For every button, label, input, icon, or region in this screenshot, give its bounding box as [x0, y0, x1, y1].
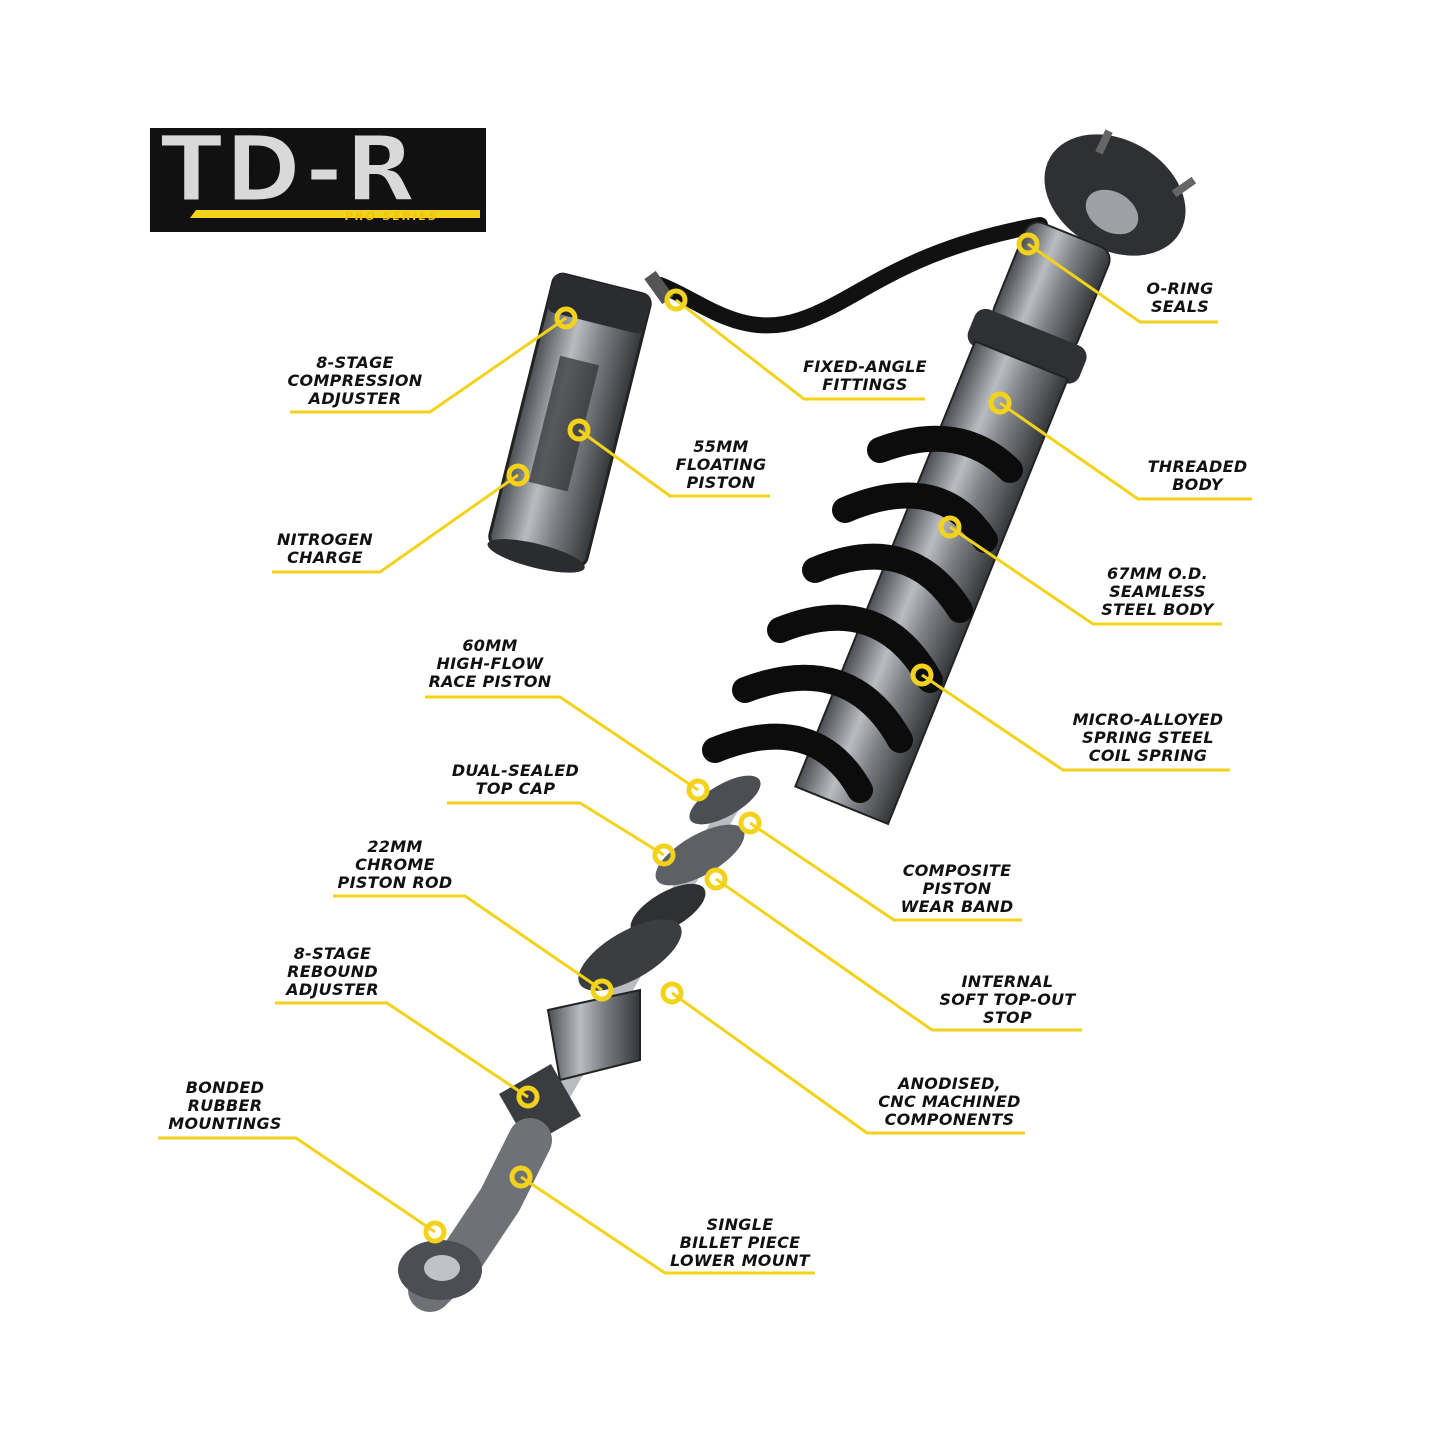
logo-text: TD-R	[159, 116, 418, 223]
coil-spring	[702, 425, 1023, 803]
leader-lines	[158, 242, 1252, 1275]
td-r-logo	[150, 128, 486, 232]
reservoir	[487, 272, 652, 573]
top-mount	[1044, 129, 1197, 256]
reservoir-hose	[652, 217, 1048, 334]
logo-subtitle: PRO SERIES	[345, 210, 439, 223]
callout-dots	[423, 232, 1040, 1244]
